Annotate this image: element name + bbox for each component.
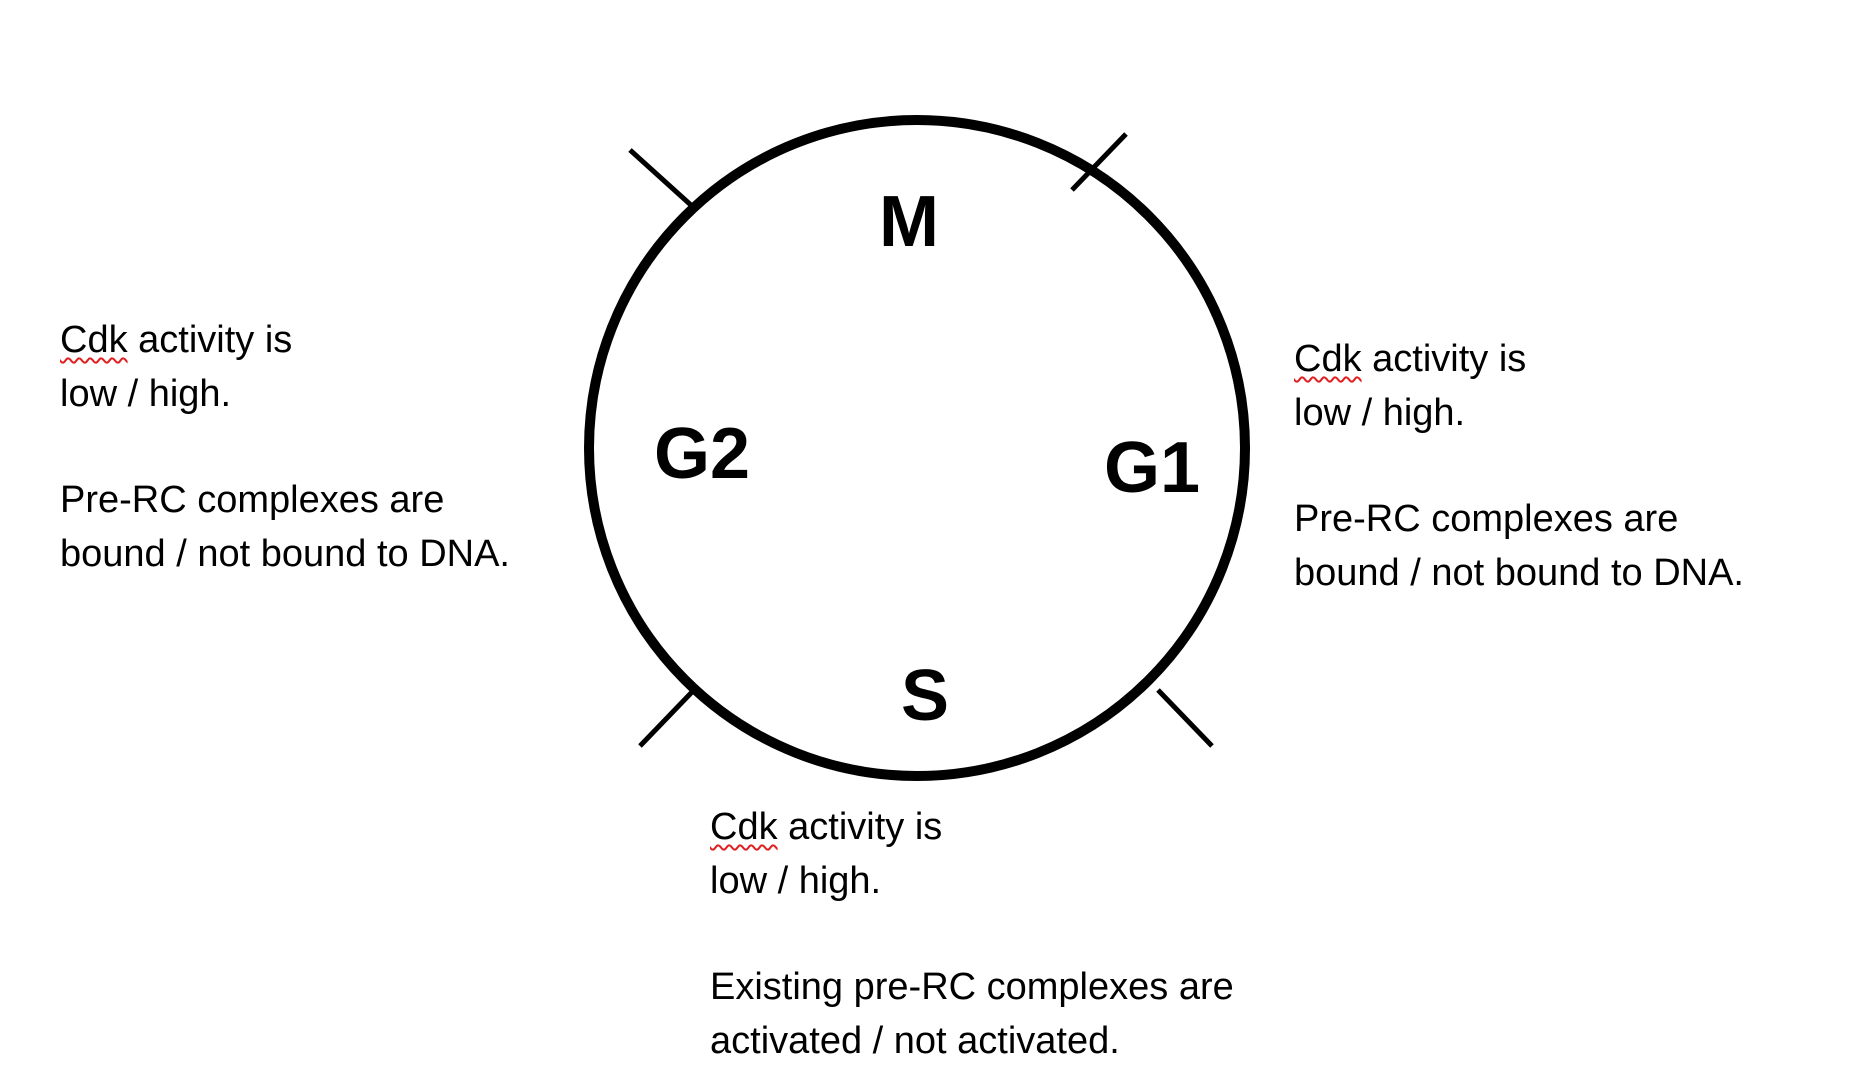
boundary-tick-s-g2 [638, 690, 694, 748]
cdk-activity-statement: Cdk activity is low / high. [60, 313, 510, 421]
boundary-tick-m-g1 [1070, 132, 1128, 192]
prerc-line-2: bound / not bound to DNA. [1294, 552, 1744, 594]
phase-label-s: S [901, 656, 949, 736]
prerc-statement: Pre-RC complexes are bound / not bound t… [1294, 492, 1744, 600]
boundary-tick-g2-m [628, 148, 694, 208]
cdk-activity-statement: Cdk activity is low / high. [710, 800, 1234, 908]
cdk-activity-text: activity is [1361, 338, 1527, 380]
cdk-activity-line: Cdk activity is [710, 800, 1234, 854]
cdk-activity-text: activity is [777, 806, 943, 848]
cdk-word: Cdk [60, 319, 128, 361]
prerc-statement: Pre-RC complexes are bound / not bound t… [60, 473, 510, 581]
prerc-line-1: Existing pre-RC complexes are [710, 966, 1234, 1008]
phase-label-g1: G1 [1104, 428, 1200, 508]
phase-label-g2: G2 [654, 414, 750, 494]
phase-label-m: M [879, 182, 939, 262]
cdk-activity-text: activity is [127, 319, 293, 361]
prerc-statement: Existing pre-RC complexes are activated … [710, 960, 1234, 1068]
cdk-activity-options: low / high. [710, 860, 882, 902]
cdk-word: Cdk [710, 806, 778, 848]
cdk-activity-options: low / high. [60, 373, 232, 415]
boundary-tick-g1-s [1156, 688, 1214, 748]
cdk-activity-statement: Cdk activity is low / high. [1294, 332, 1744, 440]
cell-cycle-circle [584, 115, 1250, 781]
prerc-line-2: activated / not activated. [710, 1020, 1120, 1062]
prerc-line-1: Pre-RC complexes are [1294, 498, 1679, 540]
g2-annotation: Cdk activity is low / high. Pre-RC compl… [60, 313, 510, 581]
cdk-activity-line: Cdk activity is [1294, 332, 1744, 386]
cdk-activity-line: Cdk activity is [60, 313, 510, 367]
cdk-word: Cdk [1294, 338, 1362, 380]
g1-annotation: Cdk activity is low / high. Pre-RC compl… [1294, 332, 1744, 600]
s-annotation: Cdk activity is low / high. Existing pre… [710, 800, 1234, 1068]
prerc-line-2: bound / not bound to DNA. [60, 533, 510, 575]
prerc-line-1: Pre-RC complexes are [60, 479, 445, 521]
cdk-activity-options: low / high. [1294, 392, 1466, 434]
